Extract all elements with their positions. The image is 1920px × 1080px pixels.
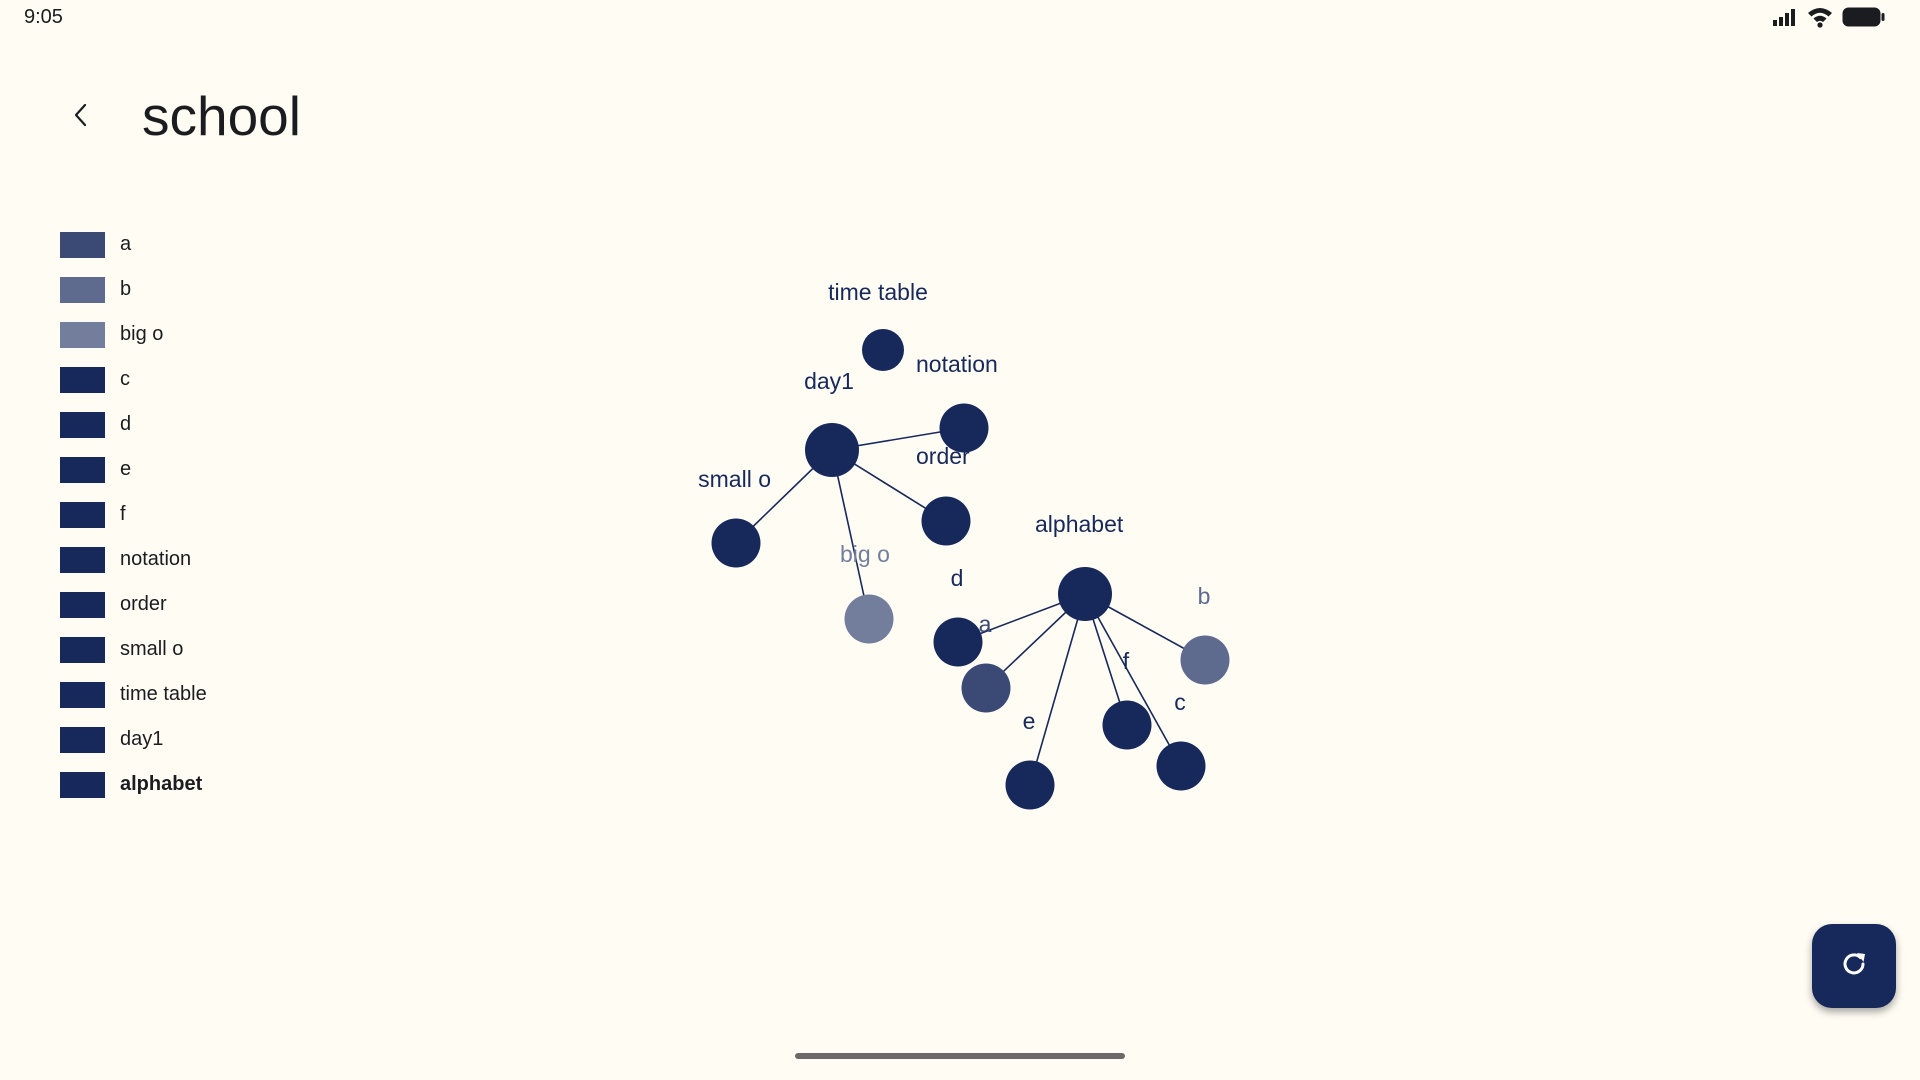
legend-label: f xyxy=(120,503,126,525)
graph-node-label: e xyxy=(1023,708,1036,734)
legend-swatch xyxy=(60,231,105,258)
graph-node-label: notation xyxy=(916,351,998,377)
legend-item[interactable]: b xyxy=(60,267,400,312)
graph-node-big-o[interactable] xyxy=(844,594,894,644)
graph-node-order[interactable] xyxy=(921,496,971,546)
wifi-icon xyxy=(1806,6,1834,33)
legend-label: c xyxy=(120,368,130,390)
status-bar: 9:05 xyxy=(0,0,1920,34)
graph-node-d[interactable] xyxy=(933,617,983,667)
legend-swatch xyxy=(60,366,105,393)
graph-node-label: d xyxy=(951,565,964,591)
legend-swatch xyxy=(60,771,105,798)
refresh-button[interactable] xyxy=(1812,924,1896,1008)
legend-item[interactable]: time table xyxy=(60,672,400,717)
graph-nodes xyxy=(711,329,1230,810)
legend-label: big o xyxy=(120,323,164,345)
legend-label: time table xyxy=(120,683,207,705)
legend-swatch xyxy=(60,456,105,483)
graph-node-label: alphabet xyxy=(1035,511,1124,537)
legend-label: a xyxy=(120,233,132,255)
legend-swatch xyxy=(60,681,105,708)
legend-item[interactable]: f xyxy=(60,492,400,537)
graph-node-label: time table xyxy=(828,279,928,305)
graph-node-time-table[interactable] xyxy=(862,329,904,371)
graph-node-b[interactable] xyxy=(1180,635,1230,685)
graph-node-label: b xyxy=(1198,583,1211,609)
graph-node-label: day1 xyxy=(804,368,854,394)
chevron-left-icon xyxy=(71,102,91,133)
home-indicator xyxy=(795,1053,1125,1059)
legend-item[interactable]: a xyxy=(60,222,400,267)
legend-item[interactable]: c xyxy=(60,357,400,402)
graph-node-e[interactable] xyxy=(1005,760,1055,810)
graph-node-alphabet[interactable] xyxy=(1058,567,1112,621)
legend-label: day1 xyxy=(120,728,164,750)
legend-label: b xyxy=(120,278,132,300)
legend-label: order xyxy=(120,593,167,615)
legend-item[interactable]: big o xyxy=(60,312,400,357)
legend-swatch xyxy=(60,411,105,438)
legend-swatch xyxy=(60,636,105,663)
graph-node-notation[interactable] xyxy=(939,403,989,453)
legend-swatch xyxy=(60,726,105,753)
graph-node-label: big o xyxy=(840,541,890,567)
back-button[interactable] xyxy=(60,96,102,138)
graph-node-a[interactable] xyxy=(961,663,1011,713)
legend-item[interactable]: small o xyxy=(60,627,400,672)
legend-swatch xyxy=(60,276,105,303)
legend-swatch xyxy=(60,321,105,348)
legend-item[interactable]: notation xyxy=(60,537,400,582)
legend-item[interactable]: d xyxy=(60,402,400,447)
graph-node-day1[interactable] xyxy=(805,423,859,477)
battery-icon xyxy=(1842,6,1886,33)
legend: a b big o c d e f notation order small o time tabl… xyxy=(60,222,400,807)
page-title: school xyxy=(142,85,301,147)
legend-label: notation xyxy=(120,548,192,570)
signal-icon xyxy=(1772,7,1798,32)
legend-item[interactable]: e xyxy=(60,447,400,492)
graph-node-f[interactable] xyxy=(1102,700,1152,750)
legend-swatch xyxy=(60,546,105,573)
graph-edge xyxy=(1029,593,1086,786)
graph-node-small-o[interactable] xyxy=(711,518,761,568)
graph-node-label: small o xyxy=(698,466,771,492)
refresh-icon xyxy=(1837,947,1871,986)
legend-label: small o xyxy=(120,638,184,660)
status-icons xyxy=(1772,6,1886,33)
legend-label: e xyxy=(120,458,132,480)
legend-label: alphabet xyxy=(120,773,203,795)
graph-node-label: f xyxy=(1123,648,1130,674)
status-time: 9:05 xyxy=(24,6,63,28)
graph-node-c[interactable] xyxy=(1156,741,1206,791)
legend-item[interactable]: order xyxy=(60,582,400,627)
legend-label: d xyxy=(120,413,132,435)
legend-item[interactable]: alphabet xyxy=(60,762,400,807)
legend-swatch xyxy=(60,591,105,618)
legend-swatch xyxy=(60,501,105,528)
graph-node-label: c xyxy=(1174,689,1186,715)
legend-item[interactable]: day1 xyxy=(60,717,400,762)
